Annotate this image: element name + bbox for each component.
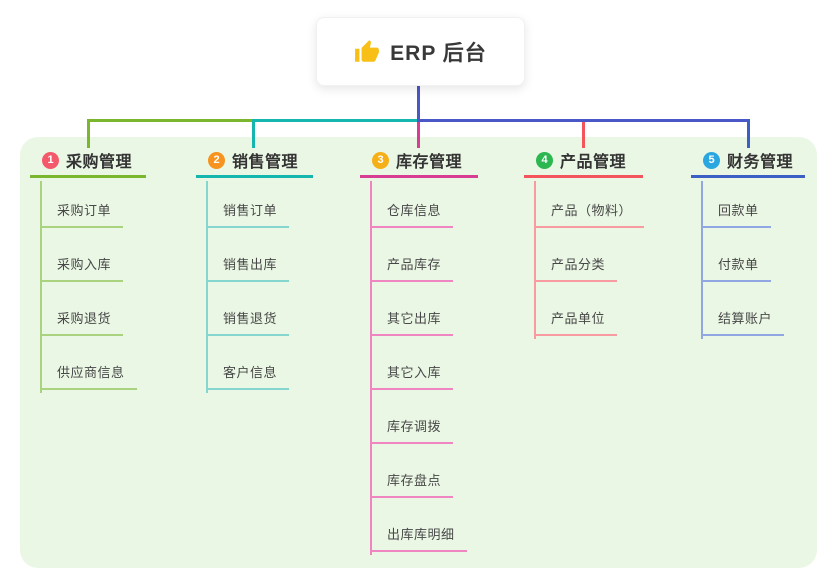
connector-line [87, 119, 90, 148]
connector-line [417, 119, 750, 122]
connector-line [417, 84, 420, 122]
connector-line [417, 119, 420, 148]
child-trunk-line [370, 181, 372, 555]
root-node[interactable]: ERP 后台 [316, 17, 525, 86]
child-node[interactable]: 产品单位 [534, 308, 618, 336]
child-node[interactable]: 销售出库 [206, 254, 290, 282]
thumbs-up-icon [354, 39, 380, 65]
child-node[interactable]: 产品分类 [534, 254, 618, 282]
child-node[interactable]: 产品库存 [370, 254, 454, 282]
child-node[interactable]: 仓库信息 [370, 200, 454, 228]
child-node[interactable]: 采购入库 [40, 254, 124, 282]
child-trunk-line [534, 181, 536, 339]
branch-badge: 5 [703, 151, 720, 169]
child-node[interactable]: 其它入库 [370, 362, 454, 390]
child-node[interactable]: 回款单 [701, 200, 771, 228]
branch-label: 产品管理 [560, 154, 627, 171]
branch-node-1[interactable]: 1 采购管理 [30, 145, 146, 178]
child-node[interactable]: 库存调拨 [370, 416, 454, 444]
child-node[interactable]: 采购退货 [40, 308, 124, 336]
child-node[interactable]: 采购订单 [40, 200, 124, 228]
child-node[interactable]: 销售订单 [206, 200, 290, 228]
connector-line [252, 119, 255, 148]
child-node[interactable]: 出库库明细 [370, 524, 467, 552]
child-node[interactable]: 库存盘点 [370, 470, 454, 498]
root-title: ERP 后台 [390, 41, 487, 65]
child-node[interactable]: 客户信息 [206, 362, 290, 390]
branch-node-2[interactable]: 2 销售管理 [196, 145, 313, 178]
branch-label: 库存管理 [396, 154, 463, 171]
branch-node-4[interactable]: 4 产品管理 [524, 145, 643, 178]
child-node[interactable]: 产品（物料） [534, 200, 645, 228]
branch-badge: 4 [536, 151, 553, 169]
branch-node-5[interactable]: 5 财务管理 [691, 145, 805, 178]
branch-node-3[interactable]: 3 库存管理 [360, 145, 478, 178]
child-node[interactable]: 其它出库 [370, 308, 454, 336]
branch-label: 销售管理 [232, 154, 299, 171]
branch-label: 财务管理 [727, 154, 794, 171]
branch-badge: 1 [42, 151, 59, 169]
child-trunk-line [701, 181, 703, 339]
branch-badge: 3 [372, 151, 389, 169]
branch-label: 采购管理 [66, 154, 133, 171]
child-node[interactable]: 销售退货 [206, 308, 290, 336]
connector-line [582, 119, 585, 148]
child-node[interactable]: 付款单 [701, 254, 771, 282]
branch-badge: 2 [208, 151, 225, 169]
child-trunk-line [40, 181, 42, 393]
connector-line [747, 119, 750, 148]
connector-line [252, 119, 420, 122]
child-node[interactable]: 供应商信息 [40, 362, 137, 390]
child-node[interactable]: 结算账户 [701, 308, 785, 336]
child-trunk-line [206, 181, 208, 393]
